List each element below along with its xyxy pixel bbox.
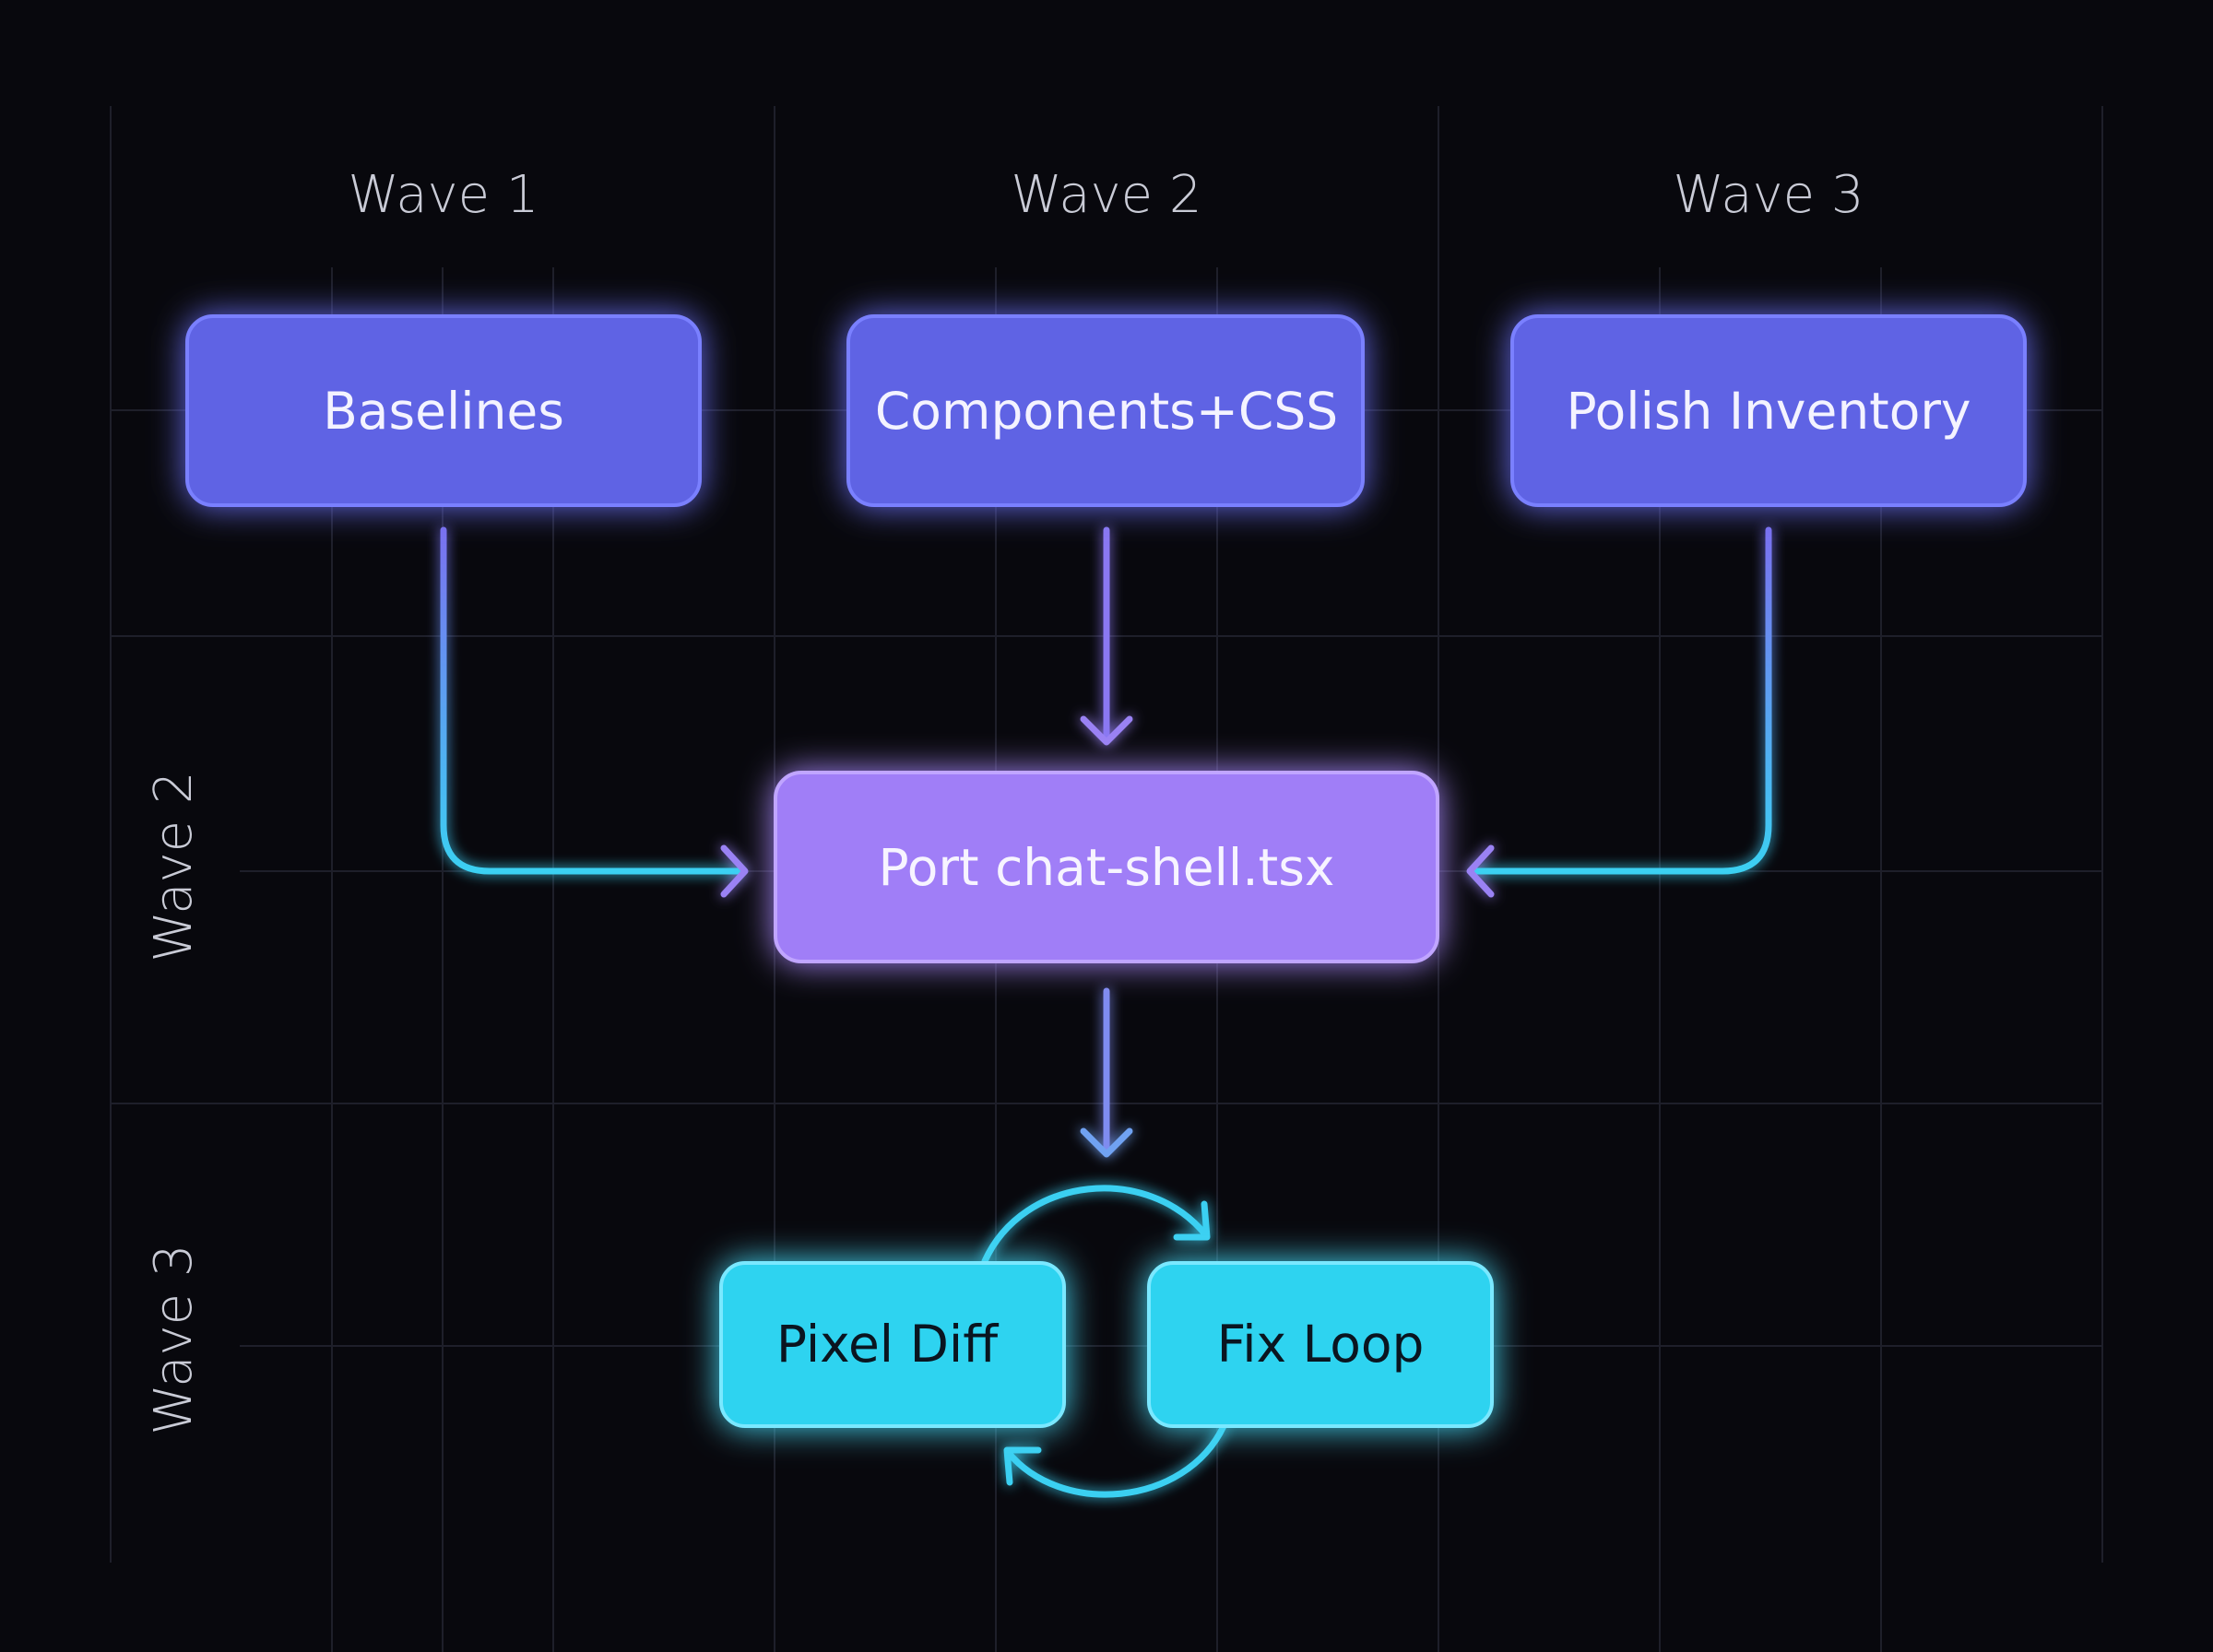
node-label: Port chat-shell.tsx	[879, 838, 1335, 897]
node-label: Polish Inventory	[1566, 382, 1970, 441]
node-box[interactable]	[846, 314, 1365, 507]
loop-arrowhead-top	[1173, 1200, 1211, 1241]
node-label: Pixel Diff	[776, 1315, 999, 1374]
node-polish-inventory[interactable]: Polish Inventory	[1510, 314, 2027, 507]
node-box[interactable]	[185, 314, 702, 507]
row-label-wave-3: Wave 3	[144, 1244, 204, 1434]
node-box[interactable]	[774, 771, 1439, 963]
loop-arrowhead-bottom	[1003, 1446, 1042, 1486]
node-box[interactable]	[1147, 1261, 1494, 1428]
arrowhead-baselines-to-port	[720, 844, 749, 898]
node-label: Fix Loop	[1217, 1315, 1425, 1374]
node-components-css[interactable]: Components+CSS	[846, 314, 1365, 507]
loop-arrow-bottom	[1004, 1422, 1227, 1498]
row-label-wave-2: Wave 2	[144, 771, 204, 962]
connector-baselines-to-port	[440, 526, 746, 875]
node-baselines[interactable]: Baselines	[185, 314, 702, 507]
node-pixel-diff[interactable]: Pixel Diff	[719, 1261, 1066, 1428]
connectors	[440, 526, 1772, 1498]
node-port-chat-shell[interactable]: Port chat-shell.tsx	[774, 771, 1439, 963]
column-header-wave-3: Wave 3	[1673, 165, 1864, 225]
arrowhead-polish-to-port	[1466, 844, 1495, 898]
node-box[interactable]	[1510, 314, 2027, 507]
connector-polish-to-port	[1467, 526, 1772, 875]
node-box[interactable]	[719, 1261, 1066, 1428]
column-header-wave-2: Wave 2	[1011, 165, 1201, 225]
arrowhead-port-to-loop	[1080, 1127, 1133, 1158]
arrowhead-components-to-port	[1080, 715, 1133, 746]
node-fix-loop[interactable]: Fix Loop	[1147, 1261, 1494, 1428]
node-label: Components+CSS	[875, 382, 1338, 441]
loop-arrow-top	[981, 1185, 1210, 1265]
column-header-wave-1: Wave 1	[348, 165, 538, 225]
node-label: Baselines	[323, 382, 564, 441]
